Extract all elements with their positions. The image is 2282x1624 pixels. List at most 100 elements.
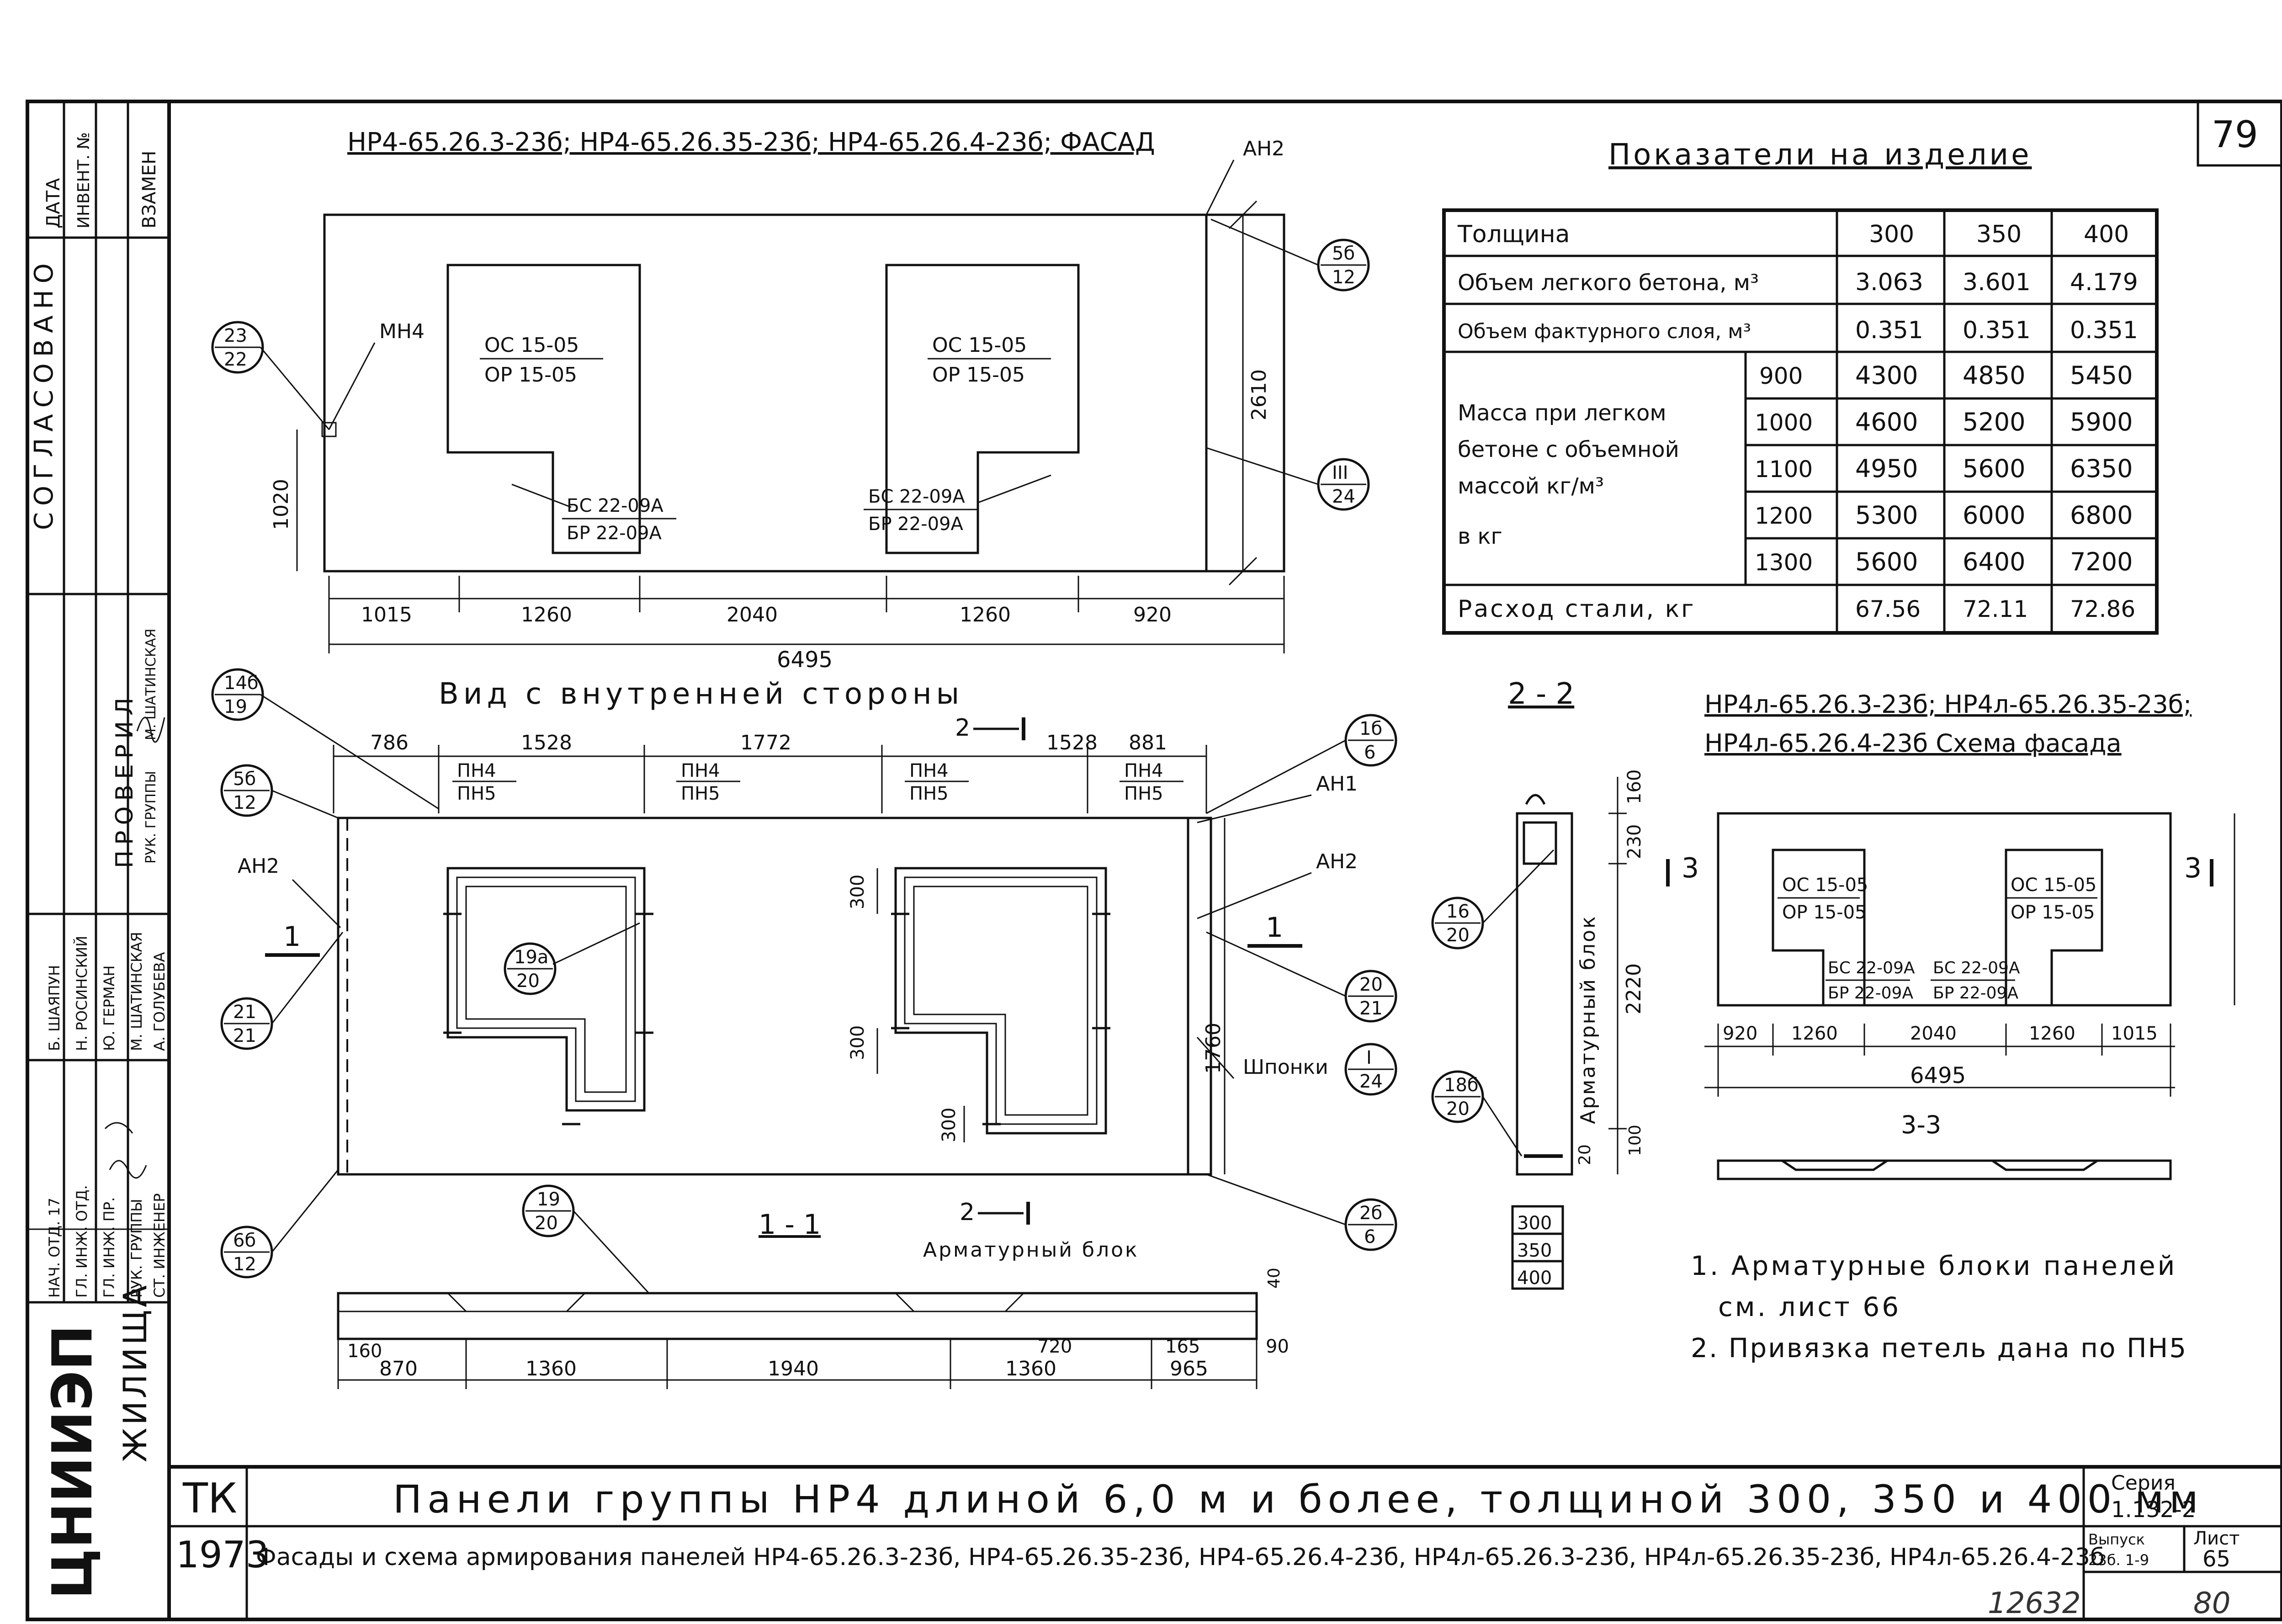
s11-label: Арматурный блок: [923, 1238, 1139, 1262]
loop-1-bottom: ПН5: [457, 783, 496, 804]
scheme-title-1: НР4л-65.26.3-23б; НР4л-65.26.35-23б;: [1704, 690, 2192, 719]
inner-dim-2: 1528: [521, 731, 572, 754]
ind-mass-1300: 1300: [1755, 549, 1813, 576]
facade-door-2-br: БР 22-09А: [868, 514, 964, 535]
strip-name-4: М. ШАТИНСКАЯ: [128, 932, 145, 1051]
s11-callout-bottom: 20: [535, 1213, 558, 1234]
s11-slab: [337, 1292, 1258, 1340]
inner-dim-1: 786: [370, 731, 409, 754]
s11-dim-90: 90: [1266, 1336, 1289, 1357]
s22-slab: [1516, 812, 1573, 1176]
ind-mass-1200-v1: 5300: [1855, 501, 1918, 530]
scheme-cut-right: 3: [2184, 852, 2202, 884]
s11-dim-3: 1940: [768, 1357, 819, 1380]
ind-row1-v1: 3.063: [1855, 269, 1923, 296]
indicators-title: Показатели на изделие: [1608, 138, 2032, 172]
inner-dim-5: 881: [1129, 731, 1167, 754]
ind-steel-label: Расход стали, кг: [1458, 595, 1695, 623]
svg-text:I: I: [1366, 1047, 1372, 1068]
s11-title: 1 - 1: [759, 1209, 821, 1241]
inner-window-1: [446, 867, 646, 1112]
strip-checked-name: М. ШАТИНСКАЯ: [143, 629, 159, 741]
tb-issue: 23б. 1-9: [2088, 1551, 2149, 1569]
window-1-outline: [446, 264, 641, 554]
inner-dim-300-1: 300: [847, 875, 868, 909]
tb-code: ТК: [182, 1475, 237, 1523]
ind-mass-900-v1: 4300: [1855, 361, 1918, 390]
loop-3-top: ПН4: [909, 760, 949, 781]
ind-mass-1100-v2: 5600: [1963, 454, 2025, 483]
inner-window-2: [894, 867, 1107, 1135]
ind-mass-1200-v3: 6800: [2070, 501, 2133, 530]
s22-dim-230: 230: [1624, 824, 1645, 859]
inner-callout-1b-6: 1б 6: [1206, 714, 1397, 814]
s11-dim-4: 1360: [1005, 1357, 1056, 1380]
inner-anchor-2: АН2: [1316, 850, 1358, 873]
ind-row1-label: Объем легкого бетона, м³: [1458, 270, 1759, 296]
window-2-outline: [885, 264, 1080, 554]
svg-text:2б: 2б: [1359, 1203, 1382, 1224]
s22-thick-350: 350: [1517, 1240, 1552, 1261]
inner-callout-21-21: 21 21: [220, 932, 344, 1050]
s22-thick-300: 300: [1517, 1213, 1552, 1234]
s11-dim-160: 160: [347, 1341, 382, 1362]
facade-height: 2610: [1247, 369, 1271, 420]
scheme-total: 6495: [1910, 1063, 1966, 1088]
s11-dim-5: 965: [1170, 1357, 1208, 1380]
facade-callout-5b-12: 5б 12: [1210, 218, 1370, 292]
ind-mass-1100-v3: 6350: [2070, 454, 2133, 483]
scheme-dim-5: 1015: [2111, 1023, 2158, 1044]
tb-series-label: Серия: [2111, 1471, 2176, 1495]
s22-dim-2220: 2220: [1622, 963, 1645, 1014]
section-1-1: 1 - 1 2 Арматурный блок 19 20 870 1360 1…: [337, 1184, 1289, 1389]
ind-row2-label: Объем фактурного слоя, м³: [1458, 320, 1751, 343]
ind-steel-v3: 72.86: [2070, 596, 2135, 622]
facade-door-1-bs: БС 22-09А: [567, 495, 663, 516]
inner-anchor-1: АН1: [1316, 772, 1358, 796]
ind-header-400: 400: [2084, 221, 2129, 248]
facade-dim-5: 920: [1133, 603, 1172, 626]
svg-text:20: 20: [516, 971, 540, 992]
strip-approved: СОГЛАСОВАНО: [29, 257, 59, 530]
ind-row2-v1: 0.351: [1855, 317, 1923, 344]
s22-title: 2 - 2: [1508, 677, 1574, 711]
svg-text:12: 12: [233, 792, 256, 813]
svg-text:6: 6: [1364, 742, 1375, 763]
svg-text:24: 24: [1332, 486, 1355, 507]
loop-2-bottom: ПН5: [681, 783, 720, 804]
ind-mass-1000-v1: 4600: [1855, 408, 1918, 436]
svg-text:12: 12: [233, 1254, 256, 1275]
facade-window-1-or: ОР 15-05: [484, 363, 577, 387]
s22-dim-20: 20: [1576, 1144, 1594, 1165]
ind-mass-1100: 1100: [1755, 456, 1813, 483]
ind-steel-v2: 72.11: [1963, 596, 2028, 622]
scheme-cut-left: 3: [1682, 852, 1699, 884]
ind-mass-1000-v2: 5200: [1963, 408, 2025, 436]
strip-role-5: СТ. ИНЖЕНЕР: [151, 1194, 168, 1298]
inner-height: 1760: [1202, 1023, 1225, 1074]
inner-callout-20-21: 20 21: [1206, 931, 1397, 1023]
svg-text:16: 16: [1446, 901, 1470, 922]
svg-text:III: III: [1332, 462, 1348, 483]
ind-mass-1100-v1: 4950: [1855, 454, 1918, 483]
scheme-dim-3: 2040: [1910, 1023, 1957, 1044]
facade-total: 6495: [777, 647, 833, 673]
scheme-win2-os: ОС 15-05: [2011, 875, 2096, 896]
loop-4-top: ПН4: [1124, 760, 1163, 781]
strip-checked-role: РУК. ГРУППЫ: [143, 771, 159, 864]
svg-text:24: 24: [1359, 1071, 1383, 1092]
inner-callout-6b-12: 6б 12: [220, 1169, 339, 1279]
s11-dim-165: 165: [1165, 1336, 1200, 1357]
ind-mass-label-2: бетоне с объемной: [1458, 437, 1679, 462]
inner-dim-300-3: 300: [939, 1108, 960, 1142]
ind-mass-1300-v1: 5600: [1855, 547, 1918, 576]
scheme-section-profile: [1717, 1159, 2172, 1180]
facade-window-2-os: ОС 15-05: [932, 334, 1027, 357]
tb-line2: Фасады и схема армирования панелей НР4-6…: [256, 1544, 2105, 1571]
s11-dim-720: 720: [1037, 1336, 1072, 1357]
svg-text:21: 21: [233, 1002, 256, 1023]
note-1: 1. Арматурные блоки панелей: [1691, 1250, 2177, 1281]
ind-mass-1000: 1000: [1755, 409, 1813, 436]
facade-dim-4: 1260: [960, 603, 1011, 626]
inner-title: Вид с внутренней стороны: [439, 677, 964, 711]
